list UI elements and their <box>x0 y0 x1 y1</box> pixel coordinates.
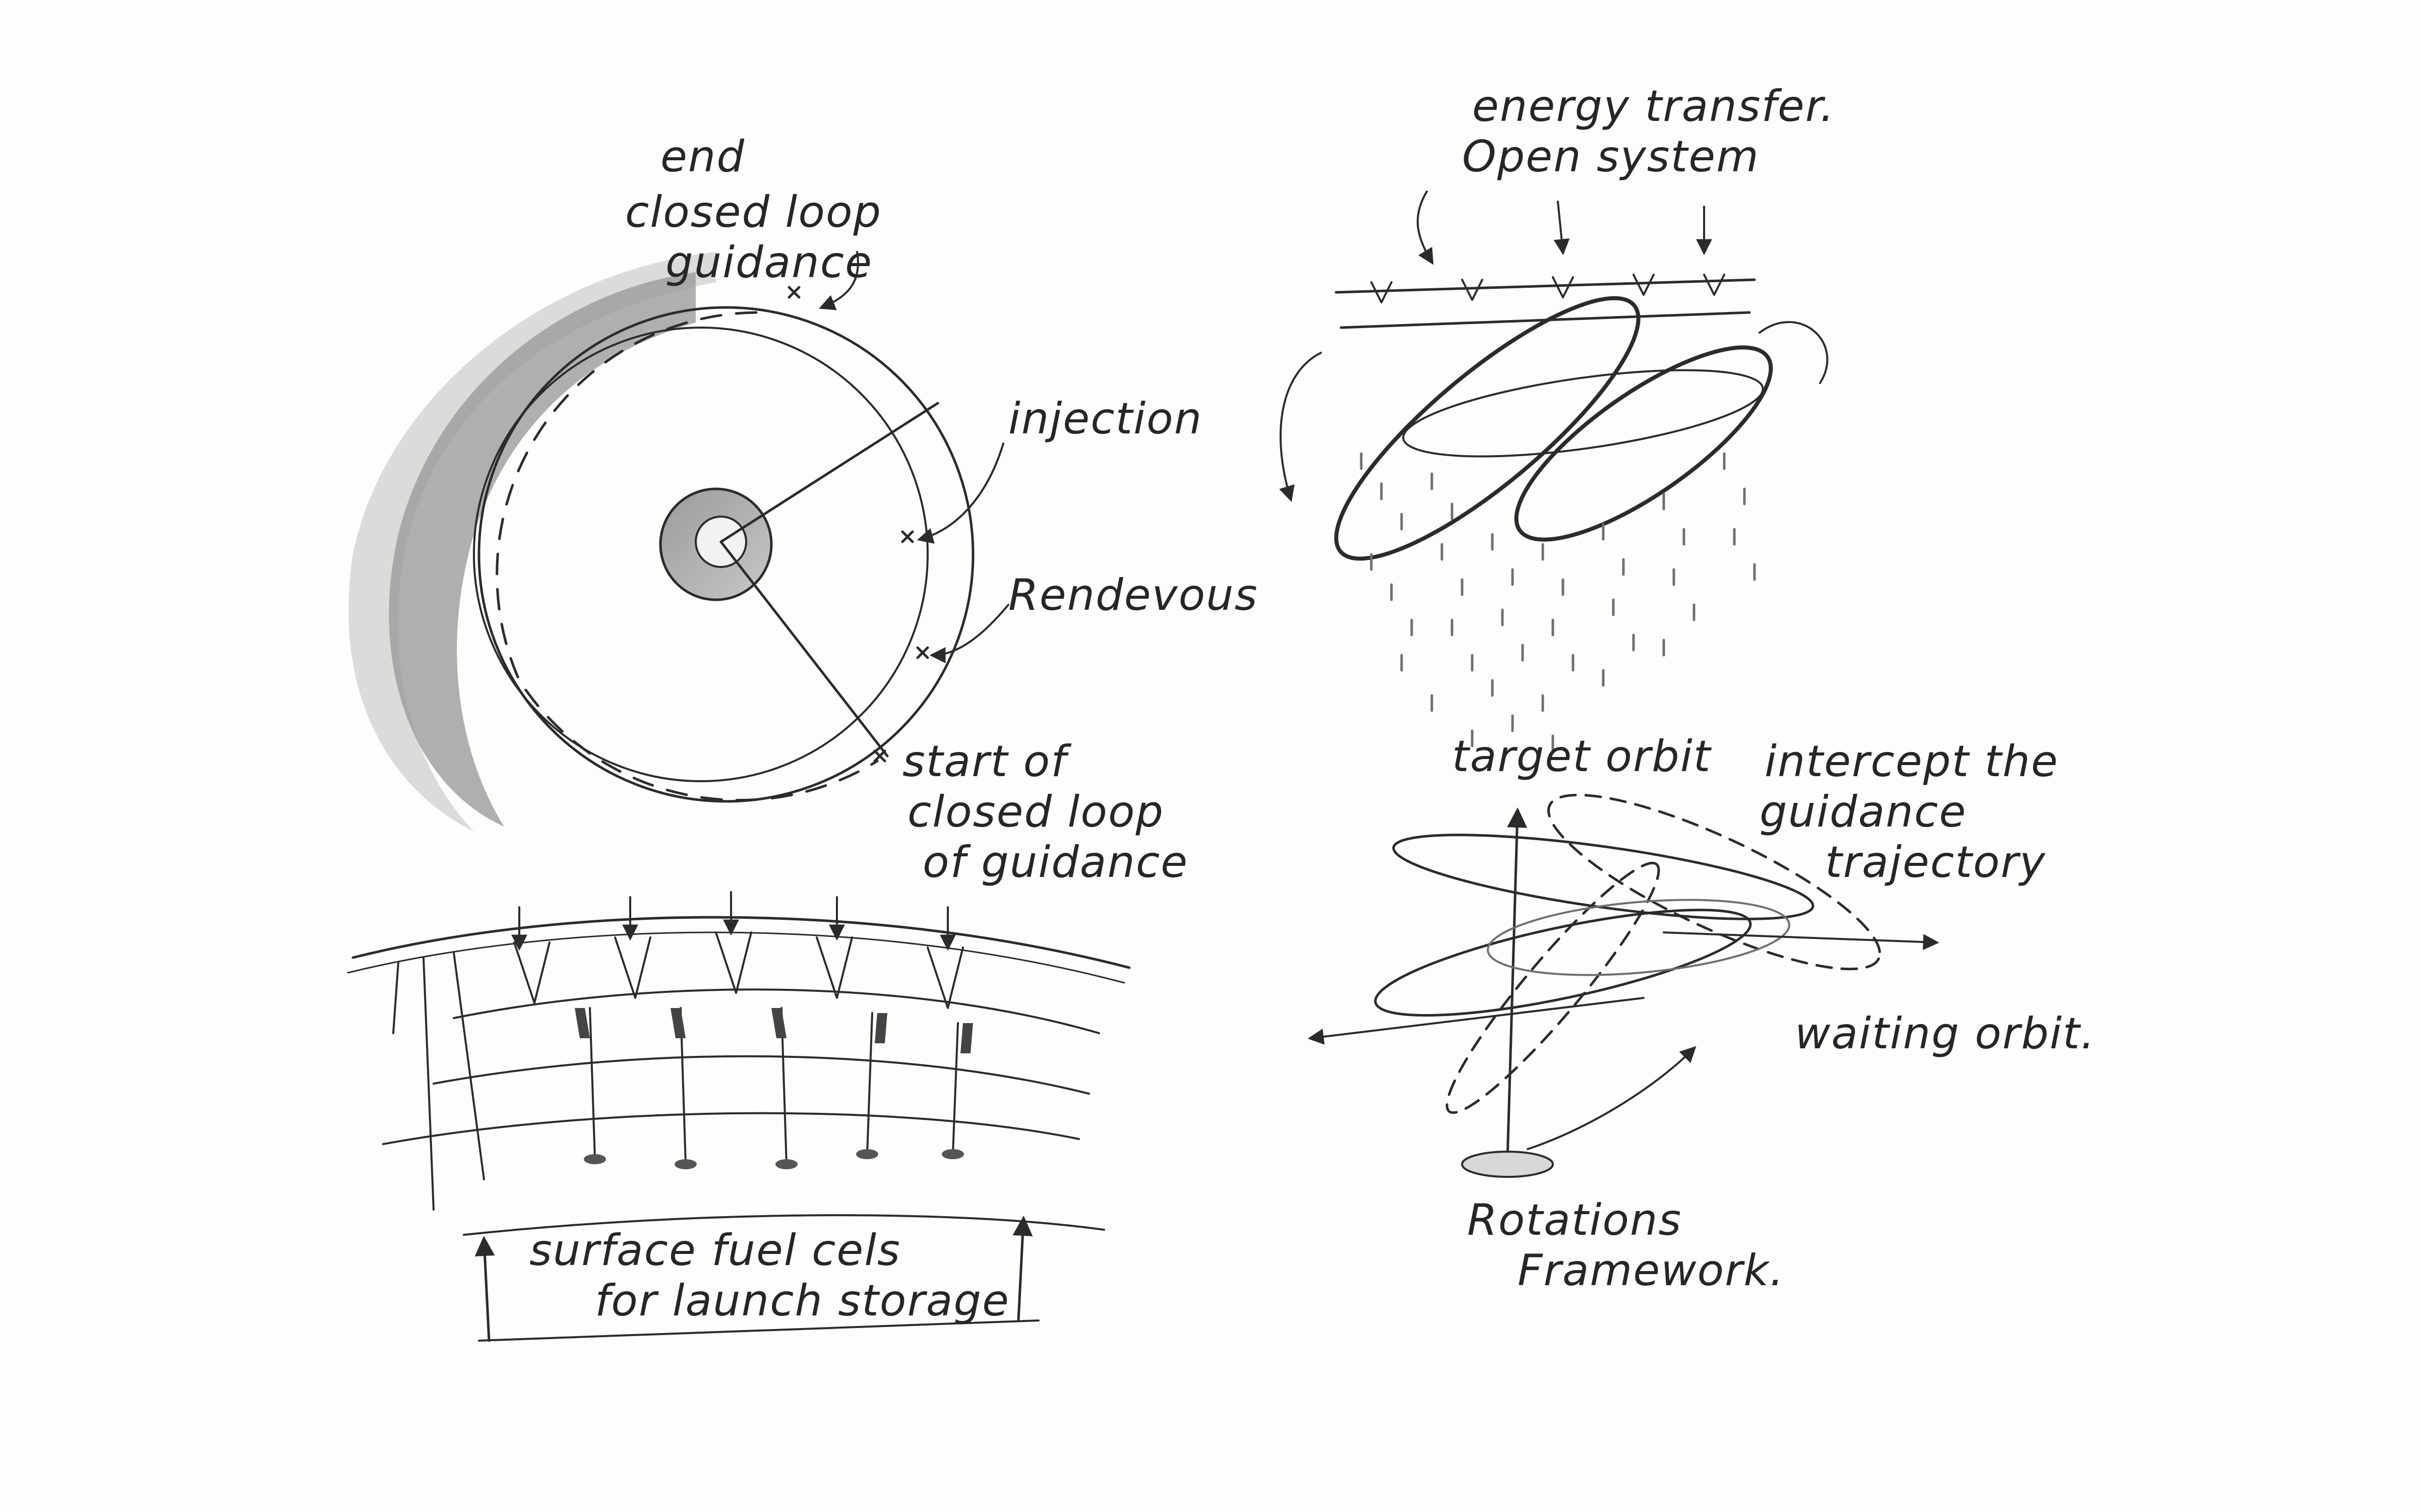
fuel-cell-shading <box>575 1008 973 1053</box>
injection-line <box>719 402 939 543</box>
surface-top <box>351 916 1131 969</box>
surface-fuel-diagram: surface fuel cels for launch storage <box>347 891 1131 1342</box>
surface-layer-2 <box>433 1055 1090 1095</box>
vertical-axis <box>1506 807 1528 1161</box>
rotations-label-line1: Rotations <box>1467 1195 1682 1245</box>
energy-loop-2 <box>1514 345 1773 542</box>
closed-loop-label: closed loop <box>625 187 882 237</box>
storage-bracket-base <box>478 1319 1040 1342</box>
fuel-cells <box>511 891 964 1165</box>
surface-label-line2: for launch storage <box>595 1276 1010 1326</box>
graphite-shading <box>389 272 696 827</box>
collector-bar-upper <box>1335 278 1756 294</box>
waiting-arrow <box>1307 997 1645 1045</box>
rendezvous-label: Rendevous <box>1008 570 1258 620</box>
framework-base <box>1461 1151 1554 1178</box>
fuel-cell-pads <box>584 1149 964 1169</box>
graphite-shading-soft <box>348 252 716 832</box>
collector-teeth <box>1370 274 1725 303</box>
guidance-label: guidance <box>666 237 873 288</box>
waiting-orbit-label: waiting orbit. <box>1795 1009 2096 1059</box>
energy-loop-1 <box>1334 296 1641 561</box>
start-label: start of <box>902 736 1072 787</box>
rotations-label-line2: Framework. <box>1518 1245 1785 1296</box>
transfer-orbit <box>473 327 929 782</box>
surface-label-line1: surface fuel cels <box>529 1225 901 1276</box>
injection-leader <box>917 443 1004 544</box>
transfer-ellipse <box>1487 899 1790 976</box>
storage-bracket-right <box>1012 1216 1033 1322</box>
trajectory-diagram: target orbit intercept the guidance traj… <box>1307 731 2096 1296</box>
start-label-line2: closed loop <box>908 787 1164 837</box>
outer-orbit <box>477 306 975 803</box>
side-arrow-right <box>1759 321 1829 384</box>
target-orbit-label: target orbit <box>1452 731 1712 782</box>
x-markers <box>788 286 929 763</box>
start-line <box>719 540 889 758</box>
intercept-arrow <box>1663 931 1940 951</box>
storage-bracket-left <box>474 1236 495 1342</box>
surface-layer-3 <box>382 1112 1080 1145</box>
end-leader <box>819 251 859 310</box>
dashed-orbit <box>496 311 879 802</box>
intercept-label-line2: guidance <box>1760 787 1967 837</box>
orbit-diagram: end closed loop guidance injection Rende… <box>348 132 1258 888</box>
intercept-ellipse <box>1547 793 1881 971</box>
end-label: end <box>660 132 745 182</box>
start-label-line3: of guidance <box>923 837 1188 888</box>
tilted-orbit-ellipse <box>1445 861 1660 1114</box>
incoming-energy-arrows <box>1416 191 1712 265</box>
energy-rain <box>1360 452 1756 752</box>
waiting-orbit-ellipse <box>1374 908 1752 1017</box>
surface-wall-lines <box>392 952 485 1211</box>
side-arrow-left <box>1279 352 1322 502</box>
intercept-label-line3: trajectory <box>1825 837 2046 888</box>
energy-label-line2: Open system <box>1462 132 1760 182</box>
energy-loop-3 <box>1402 369 1764 458</box>
rendezvous-leader <box>929 604 1009 663</box>
energy-transfer-diagram: energy transfer. Open system <box>1279 81 1835 752</box>
energy-label-line1: energy transfer. <box>1472 81 1835 132</box>
framework-arrow <box>1527 1046 1697 1150</box>
surface-layer-1 <box>453 988 1100 1034</box>
surface-top-2 <box>347 931 1125 984</box>
intercept-label-line1: intercept the <box>1765 736 2059 787</box>
injection-label: injection <box>1008 394 1202 444</box>
